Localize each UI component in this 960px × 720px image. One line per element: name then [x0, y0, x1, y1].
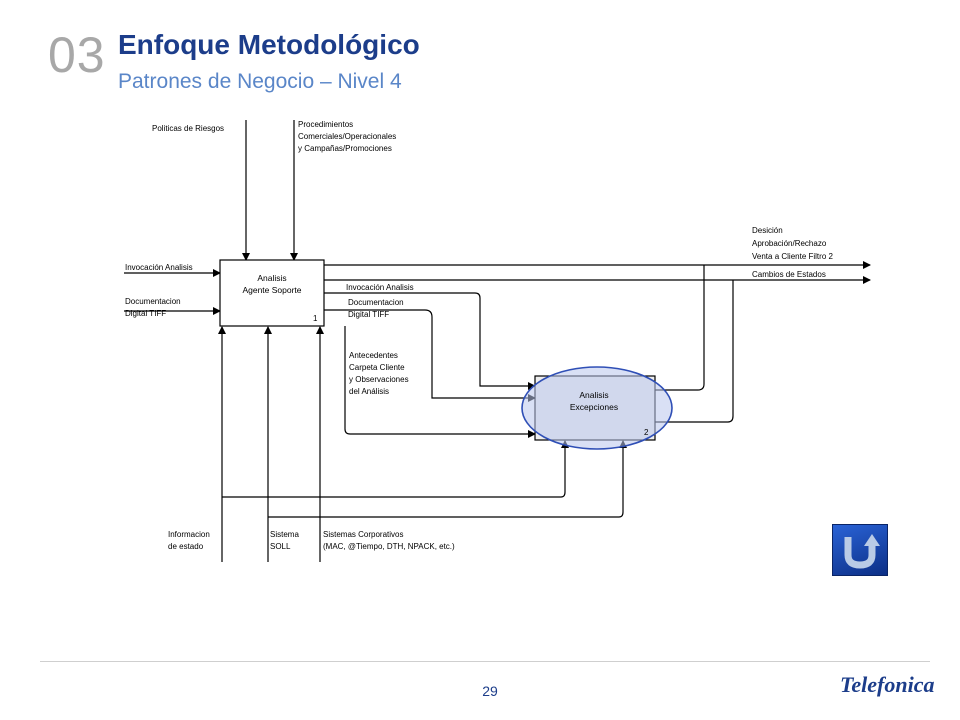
box1-label-line2: Agente Soporte [242, 285, 301, 295]
box1-label-line1: Analisis [257, 273, 286, 283]
flow-label-antecedentes-4: del Análisis [349, 387, 389, 396]
box2-label-line1: Analisis [579, 390, 608, 400]
page-title: Enfoque Metodológico [118, 29, 420, 60]
flow-label-antecedentes-3: y Observaciones [349, 375, 409, 384]
footer-divider [40, 661, 930, 662]
activity-box-1 [219, 259, 325, 327]
mechanism-arrow-box2-sistema [268, 440, 627, 518]
flow-label-invocacion: Invocación Analisis [346, 283, 414, 292]
section-number: 03 [48, 27, 106, 83]
diagram-lines [124, 120, 871, 562]
mechanism-label-informacion-1: Informacion [168, 530, 210, 539]
box2-output-cambios [655, 280, 734, 423]
mechanism-label-sistema-1: Sistema [270, 530, 299, 539]
flow-label-antecedentes-2: Carpeta Cliente [349, 363, 405, 372]
flow-antecedentes-to-box2 [344, 326, 536, 438]
mechanism-arrow-box2-informacion [222, 440, 569, 498]
box2-number: 2 [644, 428, 649, 437]
brand-logo: Telefonica [840, 672, 935, 697]
flow-label-documentacion-1: Documentacion [348, 298, 404, 307]
flow-label-documentacion-2: Digital TIFF [348, 310, 389, 319]
output-label-cambios: Cambios de Estados [752, 270, 826, 279]
mechanism-label-sistema-2: SOLL [270, 542, 291, 551]
box2-output-desicion [655, 265, 705, 391]
u-turn-icon [844, 534, 880, 569]
output-label-desicion-3: Venta a Cliente Filtro 2 [752, 252, 833, 261]
mechanism-label-corporativos-1: Sistemas Corporativos [323, 530, 403, 539]
mechanism-label-corporativos-2: (MAC, @Tiempo, DTH, NPACK, etc.) [323, 542, 455, 551]
mechanism-label-informacion-2: de estado [168, 542, 204, 551]
control-label-procedimientos-1: Procedimientos [298, 120, 353, 129]
flow-label-antecedentes-1: Antecedentes [349, 351, 398, 360]
highlight-ellipse [521, 366, 673, 450]
box2-label-line2: Excepciones [570, 402, 618, 412]
input-label-invocacion: Invocación Analisis [125, 263, 193, 272]
input-label-documentacion-2: Digital TIFF [125, 309, 166, 318]
control-label-procedimientos-3: y Campañas/Promociones [298, 144, 392, 153]
flow-documentacion-to-box2 [324, 309, 536, 402]
box1-number: 1 [313, 314, 318, 323]
input-label-documentacion-1: Documentacion [125, 297, 181, 306]
page-subtitle: Patrones de Negocio – Nivel 4 [118, 70, 402, 93]
page-number: 29 [482, 683, 498, 699]
back-button[interactable] [832, 524, 888, 576]
flow-invocacion-to-box2 [324, 292, 536, 390]
output-label-desicion-1: Desición [752, 226, 783, 235]
control-label-politicas: Politicas de Riesgos [152, 124, 224, 133]
output-label-desicion-2: Aprobación/Rechazo [752, 239, 827, 248]
control-label-procedimientos-2: Comerciales/Operacionales [298, 132, 396, 141]
